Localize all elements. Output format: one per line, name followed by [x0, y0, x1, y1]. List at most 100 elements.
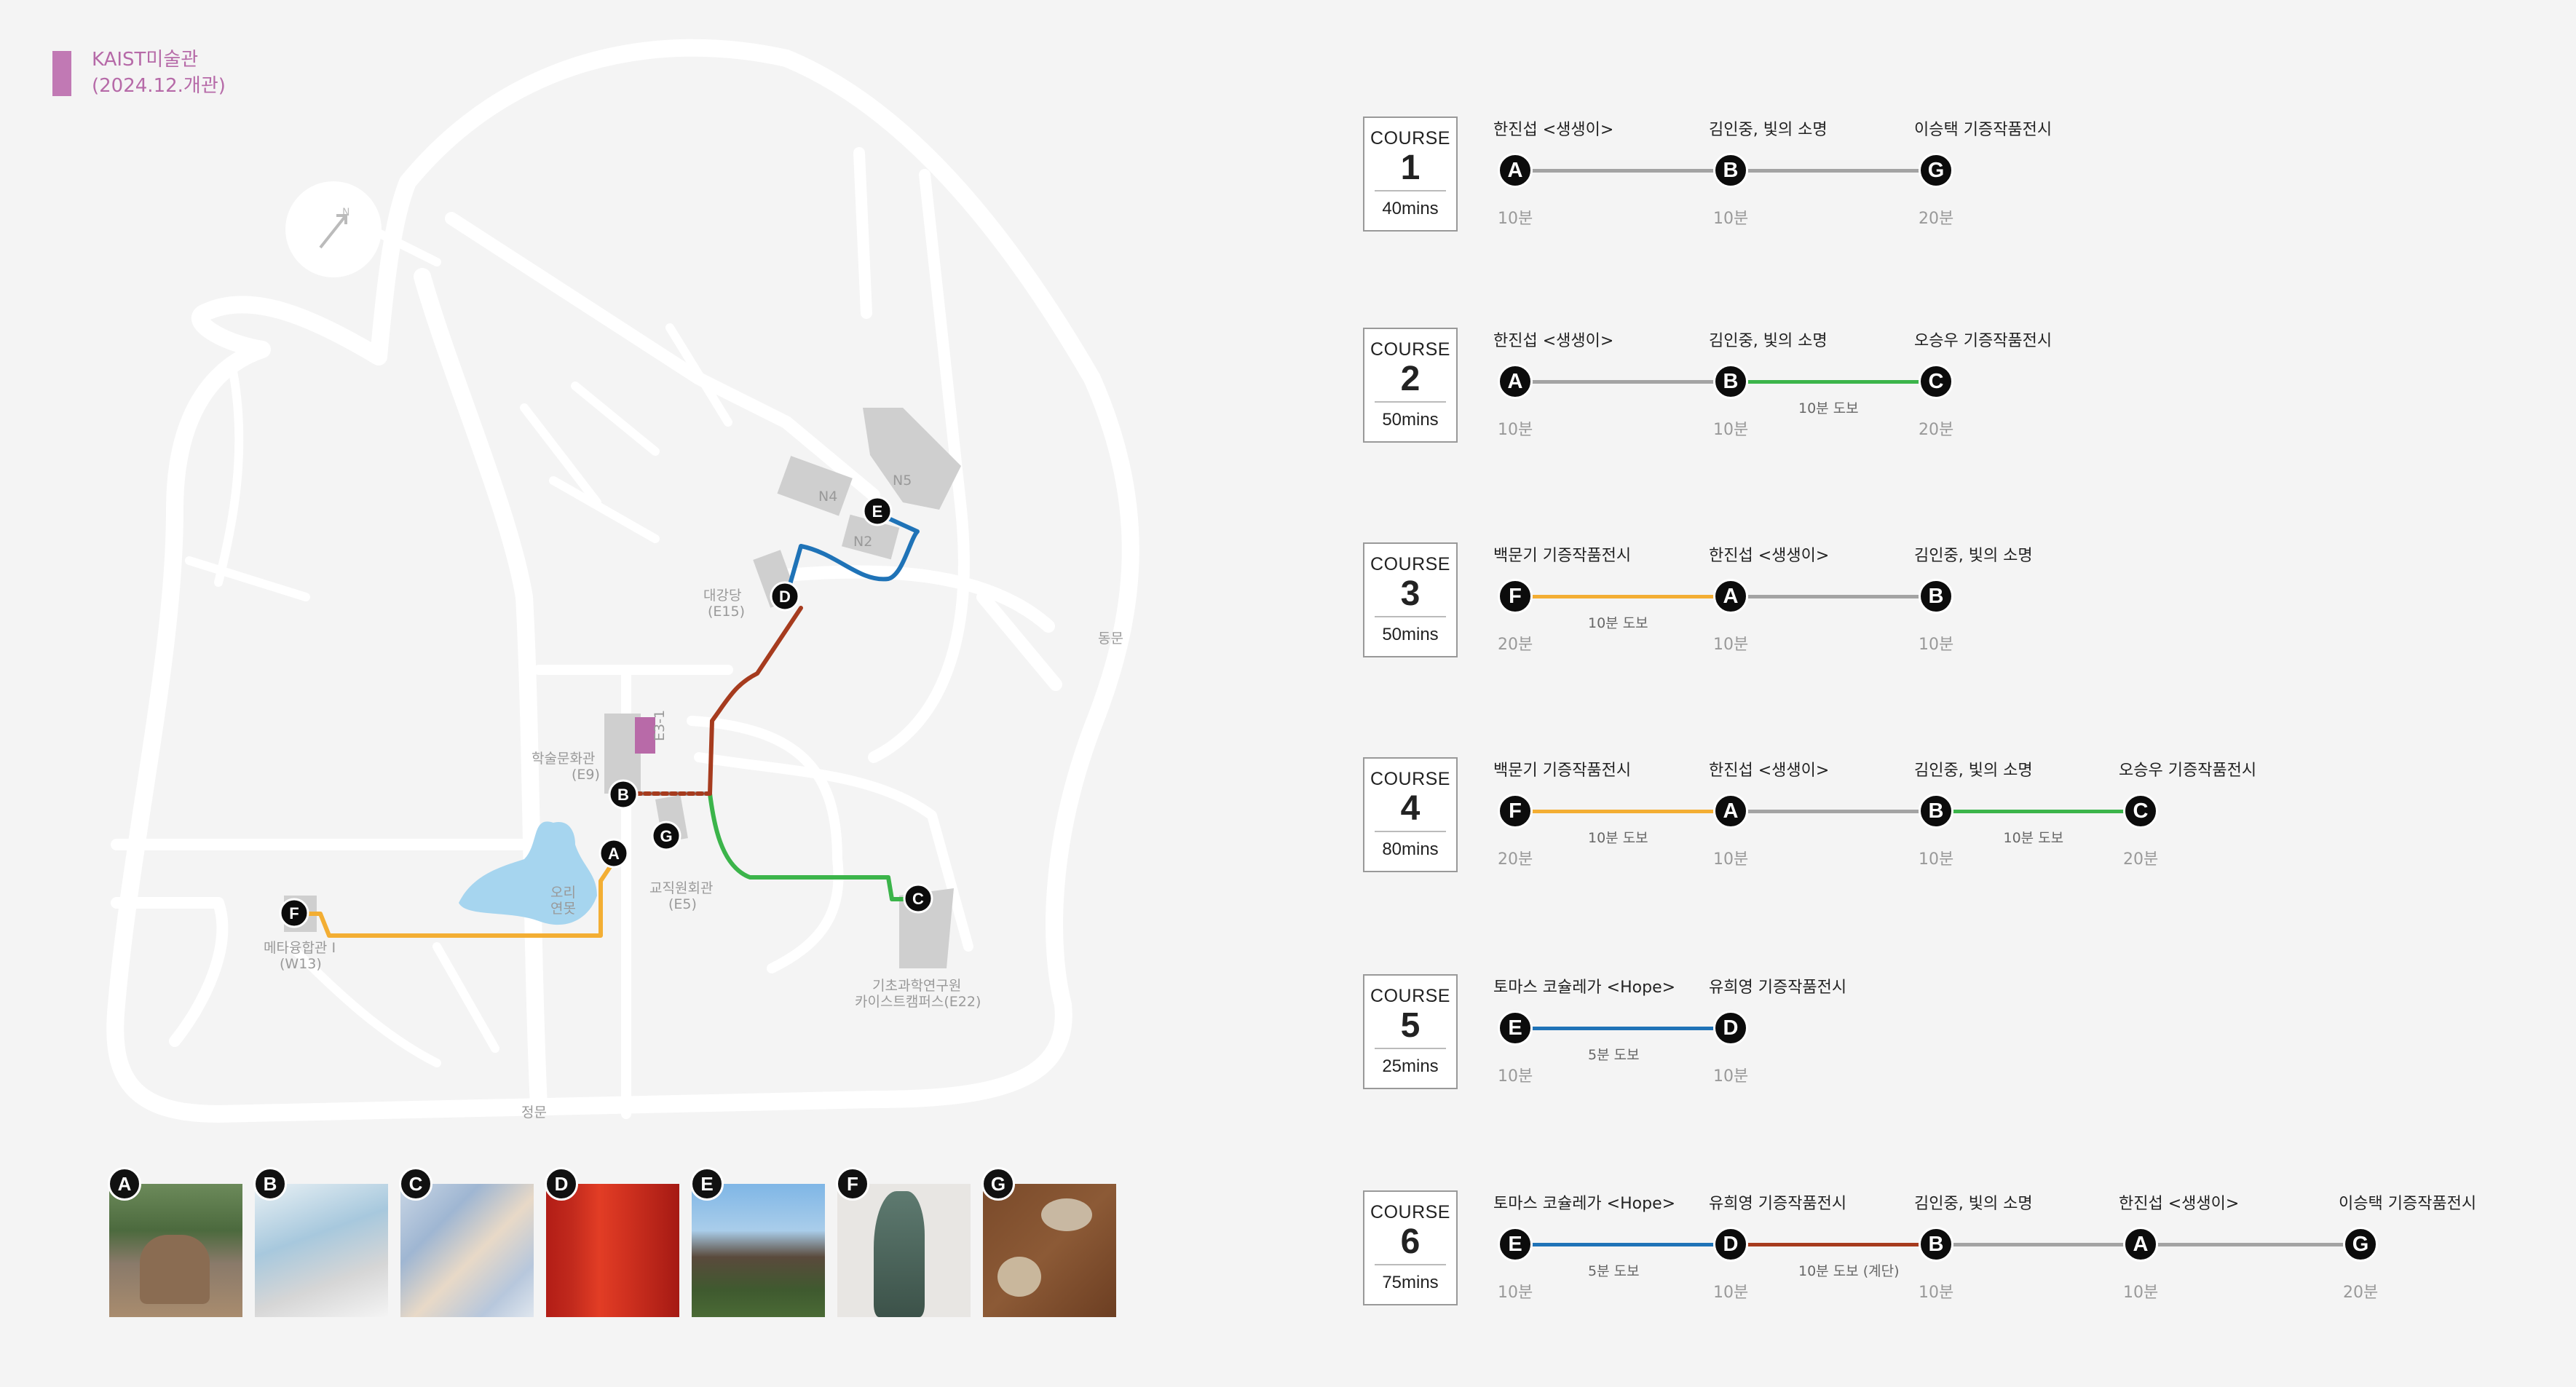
label-library-code: (E9)	[572, 767, 600, 783]
stop-marker[interactable]: B	[1919, 794, 1953, 829]
marker-e[interactable]: E	[862, 496, 893, 526]
stop-marker[interactable]: A	[1498, 153, 1533, 188]
thumbnail-badge: A	[108, 1167, 141, 1201]
stop-time: 10분	[1919, 636, 1954, 654]
stop-marker[interactable]: B	[1713, 364, 1748, 399]
building-n2	[842, 514, 900, 560]
marker-c[interactable]: C	[903, 883, 933, 914]
label-ibs-2: 카이스트캠퍼스(E22)	[855, 994, 981, 1010]
stop-time: 10분	[1713, 850, 1749, 869]
stop-marker[interactable]: B	[1919, 1227, 1953, 1262]
marker-b[interactable]: B	[608, 779, 639, 810]
stop-time: 10분	[1498, 1067, 1533, 1086]
stop-marker[interactable]: C	[1919, 364, 1953, 399]
course-duration: 40mins	[1382, 199, 1439, 218]
course-number: 2	[1400, 360, 1421, 398]
course-divider	[1375, 401, 1446, 403]
label-auditorium-code: (E15)	[708, 604, 745, 620]
course-number: 1	[1400, 149, 1421, 187]
label-e3: E3-1	[652, 710, 668, 741]
svg-text:G: G	[660, 827, 672, 845]
marker-d[interactable]: D	[770, 581, 800, 612]
course-number: 4	[1400, 789, 1421, 828]
thumbnail-badge: D	[545, 1167, 578, 1201]
svg-text:E: E	[872, 502, 883, 521]
thumbnail-f[interactable]	[837, 1184, 971, 1317]
museum-opening: (2024.12.개관)	[92, 75, 226, 97]
segment-walk-time: 10분 도보 (계단)	[1798, 1263, 1900, 1279]
label-pond-1: 오리	[550, 885, 576, 901]
duck-pond	[459, 821, 597, 925]
stop-marker[interactable]: B	[1713, 153, 1748, 188]
stop-marker[interactable]: E	[1498, 1011, 1533, 1046]
label-n4: N4	[818, 489, 837, 505]
building-n5	[863, 408, 961, 510]
campus-map: N N4 N5 N2 대강당 (E15) 동문 학술문화관 (E9) E3-1 …	[106, 39, 1139, 1123]
course-duration: 25mins	[1382, 1056, 1439, 1076]
stop-marker[interactable]: F	[1498, 579, 1533, 614]
stop-name: 김인중, 빛의 소명	[1709, 121, 1828, 139]
stop-marker[interactable]: D	[1713, 1011, 1748, 1046]
center-road	[534, 665, 973, 1119]
label-n2: N2	[853, 534, 872, 550]
label-library: 학술문화관	[532, 751, 595, 767]
marker-g[interactable]: G	[651, 821, 681, 851]
course-duration: 50mins	[1382, 410, 1439, 430]
svg-text:A: A	[608, 845, 620, 863]
course-divider	[1375, 831, 1446, 832]
stop-marker[interactable]: A	[1498, 364, 1533, 399]
stop-marker[interactable]: G	[2343, 1227, 2378, 1262]
stop-marker[interactable]: D	[1713, 1227, 1748, 1262]
stop-marker[interactable]: A	[1713, 794, 1748, 829]
stop-name: 김인중, 빛의 소명	[1914, 1195, 2033, 1213]
cross-road	[445, 212, 880, 502]
course-divider	[1375, 1264, 1446, 1265]
stop-marker[interactable]: C	[2123, 794, 2158, 829]
route-segment	[1515, 810, 1731, 813]
label-meta: 메타융합관 I	[264, 940, 336, 956]
road-network	[106, 39, 1139, 1123]
stop-marker[interactable]: E	[1498, 1227, 1533, 1262]
course-duration: 75mins	[1382, 1273, 1439, 1292]
route-yellow	[293, 857, 617, 938]
course-divider	[1375, 190, 1446, 191]
stop-marker[interactable]: B	[1919, 579, 1953, 614]
stop-marker[interactable]: G	[1919, 153, 1953, 188]
course-number: 3	[1400, 574, 1421, 613]
stop-marker[interactable]: F	[1498, 794, 1533, 829]
course-label: COURSE	[1370, 1202, 1450, 1222]
compass-arrow-icon	[319, 214, 347, 249]
stop-name: 한진섭 <생생이>	[1493, 121, 1614, 139]
thumbnail-b[interactable]	[255, 1184, 388, 1317]
stop-time: 10분	[1713, 636, 1749, 654]
thumbnail-badge: B	[253, 1167, 287, 1201]
thumbnail-e[interactable]	[692, 1184, 825, 1317]
thumbnail-g[interactable]	[983, 1184, 1116, 1317]
thumbnail-badge: C	[399, 1167, 432, 1201]
thumbnail-c[interactable]	[400, 1184, 534, 1317]
north-road	[853, 147, 970, 763]
stop-marker[interactable]: A	[2123, 1227, 2158, 1262]
marker-f[interactable]: F	[279, 898, 309, 928]
stop-time: 20분	[1498, 636, 1533, 654]
route-brown	[708, 606, 803, 796]
marker-a[interactable]: A	[598, 838, 629, 869]
label-faculty: 교직원회관	[649, 880, 713, 896]
thumbnail-badge: F	[836, 1167, 869, 1201]
svg-text:C: C	[912, 890, 924, 908]
stop-marker[interactable]: A	[1713, 579, 1748, 614]
segment-walk-time: 10분 도보	[2003, 830, 2064, 846]
thumbnail-a[interactable]	[109, 1184, 242, 1317]
stop-time: 10분	[1498, 210, 1533, 228]
stop-name: 오승우 기증작품전시	[1914, 332, 2052, 350]
thumbnail-d[interactable]	[546, 1184, 679, 1317]
